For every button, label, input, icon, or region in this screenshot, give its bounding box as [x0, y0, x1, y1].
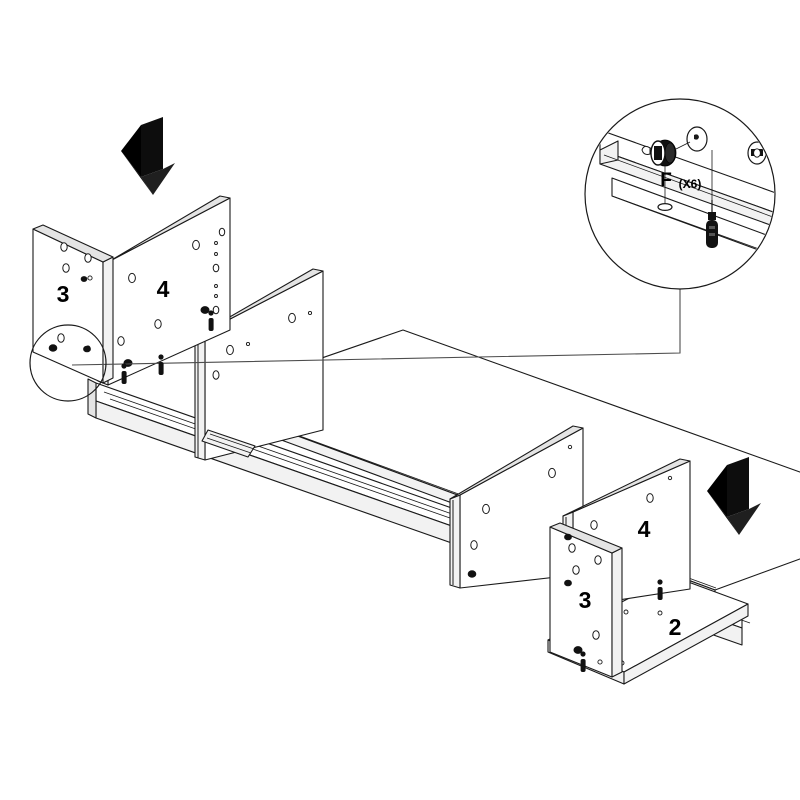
callout-circle-left — [29, 324, 107, 402]
cam-bolt — [706, 200, 718, 248]
cam-pin-marker — [158, 354, 164, 375]
arrow-down-right — [707, 457, 761, 535]
part-label-3-left: 3 — [57, 281, 70, 307]
cam-pin-marker — [580, 651, 586, 672]
part-label-4-left: 4 — [157, 276, 170, 302]
cam-pin-marker — [657, 579, 663, 600]
fastener-quantity-label: (X6) — [679, 177, 702, 191]
divider-panel-left — [194, 268, 324, 461]
cam-pin-markers — [121, 310, 663, 672]
part-label-2-base: 2 — [669, 614, 682, 640]
cam-hole — [657, 203, 673, 212]
part-label-4-right: 4 — [638, 516, 651, 542]
cam-fittings-left — [48, 276, 210, 367]
cam-lock-disc — [641, 139, 677, 167]
detail-leader-line — [71, 289, 681, 366]
drawer-slide — [201, 429, 256, 458]
fastener-detail-view: F (X6) — [584, 98, 776, 290]
fastener-code-label: F — [660, 170, 672, 191]
side-panel-3-right — [549, 522, 623, 678]
arrow-down-left — [121, 117, 175, 195]
cam-pin-marker — [208, 310, 214, 331]
part-label-3-right: 3 — [579, 587, 592, 613]
side-panel-3-left — [32, 224, 114, 384]
cam-pin-marker — [121, 363, 127, 384]
